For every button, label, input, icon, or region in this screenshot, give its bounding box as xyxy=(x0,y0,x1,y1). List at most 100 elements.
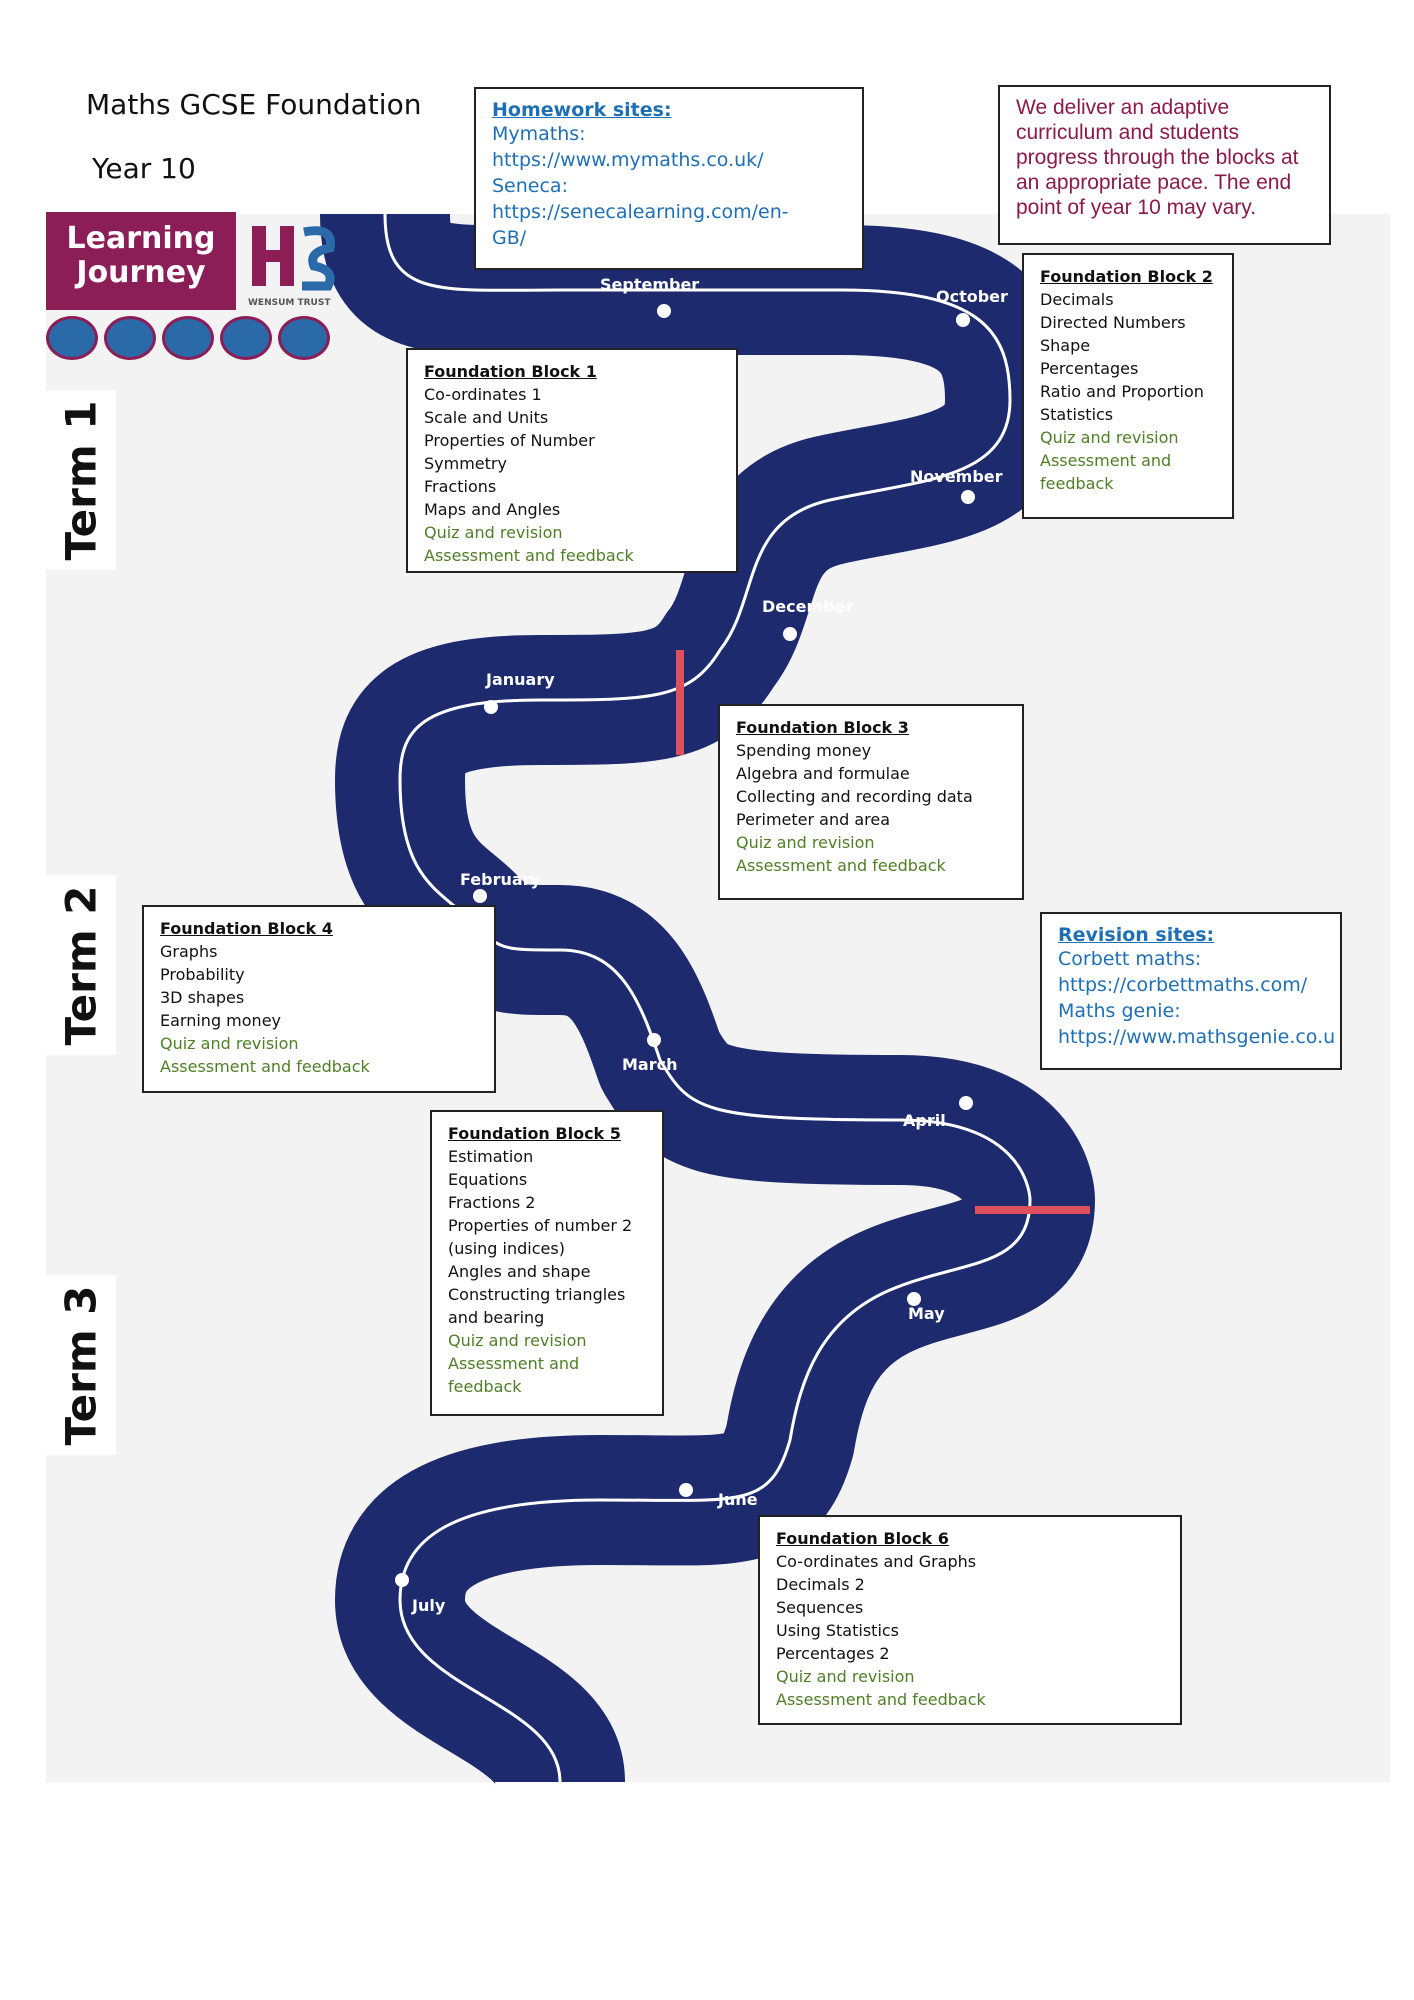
topic-item: Angles and shape xyxy=(448,1262,591,1281)
topic-item: Decimals xyxy=(1040,290,1114,309)
topic-item: Equations xyxy=(448,1170,528,1189)
topic-item: Ratio and Proportion xyxy=(1040,382,1204,401)
topic-item: Directed Numbers xyxy=(1040,313,1186,332)
topic-item: Collecting and recording data xyxy=(736,787,973,806)
month-april: April xyxy=(903,1111,946,1130)
homework-title: Homework sites: xyxy=(492,99,672,121)
review-item: Quiz and revision xyxy=(448,1331,587,1350)
foundation-block-6: Foundation Block 6 Co-ordinates and Grap… xyxy=(758,1515,1182,1725)
month-marker xyxy=(907,1292,921,1306)
review-item: Quiz and revision xyxy=(160,1034,299,1053)
review-item: Assessment and xyxy=(1040,451,1172,470)
review-item: Assessment and feedback xyxy=(424,546,634,565)
topic-item: Fractions 2 xyxy=(448,1193,536,1212)
month-marker xyxy=(679,1483,693,1497)
skills-icons xyxy=(46,316,346,362)
month-marker xyxy=(783,627,797,641)
review-item: feedback xyxy=(1040,474,1114,493)
term-2-label: Term 2 xyxy=(46,875,116,1055)
topic-item: Co-ordinates 1 xyxy=(424,385,542,404)
topic-item: Constructing triangles xyxy=(448,1285,626,1304)
review-item: Assessment and feedback xyxy=(736,856,946,875)
review-item: Assessment and feedback xyxy=(776,1690,986,1709)
review-item: feedback xyxy=(448,1377,522,1396)
trust-logo: WENSUM TRUST xyxy=(244,212,344,310)
foundation-block-1: Foundation Block 1 Co-ordinates 1 Scale … xyxy=(406,348,738,573)
block-title: Foundation Block 3 xyxy=(736,718,909,737)
topic-item: Sequences xyxy=(776,1598,864,1617)
month-november: November xyxy=(910,467,1003,486)
revision-sites-box: Revision sites: Corbett maths: https://c… xyxy=(1040,912,1342,1070)
month-february: February xyxy=(460,870,541,889)
term-1-label: Term 1 xyxy=(46,390,116,570)
topic-item: Algebra and formulae xyxy=(736,764,910,783)
topic-item: Earning money xyxy=(160,1011,282,1030)
seneca-link[interactable]: Seneca: https://senecalearning.com/en- xyxy=(492,175,789,223)
topic-item: Statistics xyxy=(1040,405,1114,424)
foundation-block-3: Foundation Block 3 Spending money Algebr… xyxy=(718,704,1024,900)
block-title: Foundation Block 5 xyxy=(448,1124,621,1143)
topic-item: Maps and Angles xyxy=(424,500,561,519)
review-item: Quiz and revision xyxy=(736,833,875,852)
review-item: Assessment and xyxy=(448,1354,580,1373)
month-marker xyxy=(959,1096,973,1110)
month-january: January xyxy=(486,670,555,689)
homework-line: Mymaths: xyxy=(492,123,586,145)
review-item: Quiz and revision xyxy=(424,523,563,542)
revision-title: Revision sites: xyxy=(1058,924,1215,946)
road-lane-line xyxy=(383,213,1032,1783)
school-logo: Learning Journey WENSUM TRUST xyxy=(46,212,346,362)
year-label: Year 10 xyxy=(92,152,196,185)
mymaths-link[interactable]: https://www.mymaths.co.uk/ xyxy=(492,149,764,171)
topic-item: Percentages xyxy=(1040,359,1139,378)
revision-line: Corbett maths: xyxy=(1058,948,1202,970)
month-marker xyxy=(647,1033,661,1047)
review-item: Quiz and revision xyxy=(776,1667,915,1686)
month-may: May xyxy=(908,1304,945,1323)
foundation-block-5: Foundation Block 5 Estimation Equations … xyxy=(430,1110,664,1416)
topic-item: Using Statistics xyxy=(776,1621,900,1640)
foundation-block-2: Foundation Block 2 Decimals Directed Num… xyxy=(1022,253,1234,519)
innovative-icon xyxy=(104,316,156,360)
trust-emblem-icon xyxy=(252,226,335,291)
topic-item: Symmetry xyxy=(424,454,507,473)
trust-name: WENSUM TRUST xyxy=(248,298,331,308)
topic-item: Estimation xyxy=(448,1147,534,1166)
block-title: Foundation Block 2 xyxy=(1040,267,1213,286)
month-june: June xyxy=(718,1490,758,1509)
month-december: December xyxy=(762,597,854,616)
learning-journey-logo: Learning Journey xyxy=(46,212,236,310)
topic-item: Shape xyxy=(1040,336,1091,355)
reflective-icon xyxy=(220,316,272,360)
corbett-link[interactable]: https://corbettmaths.com/ xyxy=(1058,974,1308,996)
mathsgenie-link[interactable]: https://www.mathsgenie.co.u xyxy=(1058,1026,1336,1048)
topic-item: Fractions xyxy=(424,477,497,496)
review-item: Quiz and revision xyxy=(1040,428,1179,447)
month-marker xyxy=(657,304,671,318)
inquisitive-icon xyxy=(46,316,98,360)
page-title: Maths GCSE Foundation xyxy=(86,88,422,121)
month-july: July xyxy=(412,1596,446,1615)
topic-item: 3D shapes xyxy=(160,988,245,1007)
block-title: Foundation Block 6 xyxy=(776,1529,949,1548)
homework-sites-box: Homework sites: Mymaths: https://www.mym… xyxy=(474,87,864,270)
review-item: Assessment and feedback xyxy=(160,1057,370,1076)
month-marker xyxy=(961,490,975,504)
disciplined-icon xyxy=(278,316,330,360)
topic-item: Percentages 2 xyxy=(776,1644,890,1663)
topic-item: Probability xyxy=(160,965,245,984)
collaborative-icon xyxy=(162,316,214,360)
topic-item: (using indices) xyxy=(448,1239,565,1258)
topic-item: Spending money xyxy=(736,741,872,760)
month-marker xyxy=(484,700,498,714)
month-september: September xyxy=(600,275,700,294)
topic-item: Perimeter and area xyxy=(736,810,891,829)
month-october: October xyxy=(936,287,1008,306)
term-3-label: Term 3 xyxy=(46,1275,116,1455)
homework-line: GB/ xyxy=(492,227,527,249)
month-marker xyxy=(956,313,970,327)
revision-line: Maths genie: xyxy=(1058,1000,1181,1022)
month-march: March xyxy=(622,1055,678,1074)
topic-item: and bearing xyxy=(448,1308,545,1327)
